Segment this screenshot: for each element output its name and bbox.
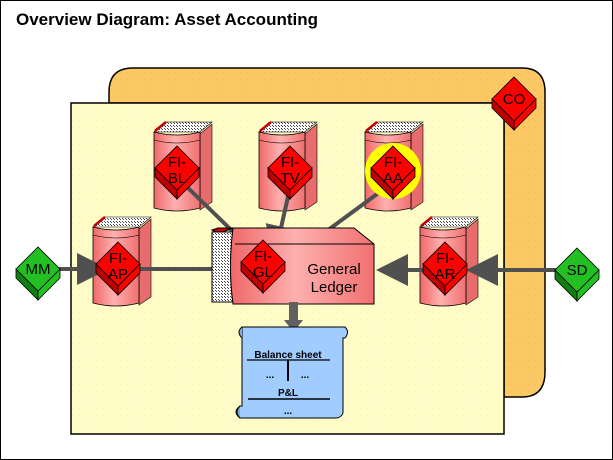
fi-bl-label-2: BL xyxy=(168,170,186,187)
fi-tv-label-1: FI- xyxy=(281,154,299,171)
report-section: P&L xyxy=(278,388,298,399)
report-right-value: ... xyxy=(301,370,310,381)
fi-ar-label-1: FI- xyxy=(436,250,454,267)
co-module[interactable]: CO xyxy=(491,76,537,131)
sd-label: SD xyxy=(567,262,588,279)
fi-bl-module[interactable]: FI-BL xyxy=(154,145,200,200)
fi-tv-module[interactable]: FI-TV xyxy=(267,145,313,200)
fi-aa-module[interactable]: FI-AA xyxy=(365,143,421,200)
report-bottom-value: ... xyxy=(284,406,293,417)
fi-tv-label-2: TV xyxy=(280,170,299,187)
fi-gl-label-2: GL xyxy=(253,264,273,281)
fi-bl-label-1: FI- xyxy=(168,154,186,171)
fi-ap-label-2: AP xyxy=(108,266,128,283)
fi-ap-module[interactable]: FI-AP xyxy=(95,241,141,296)
ledger-label-2: Ledger xyxy=(311,279,358,296)
ledger-label-1: General xyxy=(307,261,360,278)
mm-label: MM xyxy=(26,261,51,278)
report-document: Balance sheet ... ... P&L ... xyxy=(235,326,348,419)
fi-ar-module[interactable]: FI-AR xyxy=(422,241,468,296)
diagram-title: Overview Diagram: Asset Accounting xyxy=(16,10,318,29)
co-label: CO xyxy=(503,91,526,108)
fi-ap-label-1: FI- xyxy=(109,250,127,267)
mm-module[interactable]: MM xyxy=(15,246,61,301)
fi-bl-book xyxy=(153,121,213,212)
fi-aa-label-1: FI- xyxy=(384,154,402,171)
fi-gl-label-1: FI- xyxy=(254,248,272,265)
fi-ar-label-2: AR xyxy=(435,266,456,283)
sd-module[interactable]: SD xyxy=(554,247,600,302)
general-ledger-book: General Ledger xyxy=(210,227,375,305)
arrow-gl-report xyxy=(284,302,303,332)
fi-aa-label-2: AA xyxy=(383,170,403,187)
report-heading: Balance sheet xyxy=(254,350,322,361)
report-left-value: ... xyxy=(266,370,275,381)
fi-gl-module[interactable]: FI-GL xyxy=(240,239,286,294)
